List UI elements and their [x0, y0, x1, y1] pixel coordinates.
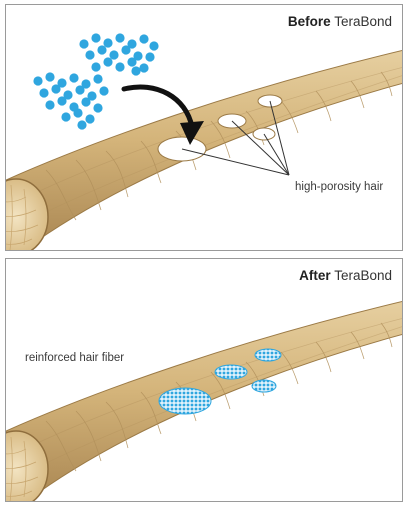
bond-molecule-dot — [75, 85, 85, 95]
high-porosity-label: high-porosity hair — [295, 181, 384, 193]
bond-molecule-dot — [127, 57, 137, 67]
after-panel: After TeraBond reinforced hair fiber — [5, 258, 403, 502]
bond-molecule-dot — [115, 33, 125, 43]
bond-molecule-dot — [93, 103, 103, 113]
bond-molecule-dot — [85, 50, 95, 60]
after-illustration — [6, 300, 402, 501]
callout-lines — [181, 100, 290, 176]
bond-molecule-dot — [97, 45, 107, 55]
bond-molecule-dot — [81, 79, 91, 89]
filled-pores — [158, 348, 282, 415]
bond-molecule-dot — [131, 66, 141, 76]
bond-molecule-dots — [33, 33, 159, 130]
title-bold: After — [299, 268, 331, 283]
before-panel: Before TeraBond high-porosity hair — [5, 4, 403, 251]
hair-cross-section — [6, 178, 49, 250]
bond-molecule-dot — [33, 76, 43, 86]
bond-molecule-dot — [91, 33, 101, 43]
bond-molecule-dot — [85, 114, 95, 124]
bond-molecule-dot — [81, 97, 91, 107]
bond-molecule-dot — [63, 90, 73, 100]
bond-molecule-dot — [51, 84, 61, 94]
bond-molecule-dot — [79, 39, 89, 49]
bond-molecule-dot — [103, 38, 113, 48]
filled-pore — [251, 379, 277, 393]
bond-molecule-dot — [61, 112, 71, 122]
bond-molecule-dot — [99, 86, 109, 96]
bond-molecule-dot — [149, 41, 159, 51]
before-illustration — [6, 33, 402, 250]
bond-molecule-dot — [139, 34, 149, 44]
bond-molecule-dot — [103, 57, 113, 67]
curved-arrow — [121, 84, 195, 130]
bond-molecule-dot — [45, 100, 55, 110]
bond-molecule-dot — [57, 96, 67, 106]
bond-molecule-dot — [73, 108, 83, 118]
bond-molecule-dot — [115, 62, 125, 72]
before-title: Before TeraBond — [288, 14, 392, 29]
after-title: After TeraBond — [299, 268, 392, 283]
title-bold: Before — [287, 14, 331, 29]
bond-molecule-dot — [121, 45, 131, 55]
bond-molecule-dot — [145, 52, 155, 62]
bond-molecule-dot — [91, 62, 101, 72]
bond-molecule-dot — [39, 88, 49, 98]
bond-molecule-dot — [127, 39, 137, 49]
bond-molecule-dot — [57, 78, 67, 88]
bond-molecule-dot — [139, 63, 149, 73]
title-brand: TeraBond — [334, 14, 392, 29]
bond-molecule-dot — [45, 72, 55, 82]
bond-molecule-dot — [93, 74, 103, 84]
filled-pore — [158, 387, 212, 415]
bond-molecule-dot — [109, 50, 119, 60]
filled-pore — [214, 364, 248, 380]
title-brand: TeraBond — [334, 268, 392, 283]
bond-molecule-dot — [69, 73, 79, 83]
bond-molecule-dot — [77, 120, 87, 130]
filled-pore — [254, 348, 282, 362]
reinforced-fiber-label: reinforced hair fiber — [25, 352, 125, 364]
bond-molecule-dot — [133, 51, 143, 61]
bond-molecule-dot — [87, 91, 97, 101]
